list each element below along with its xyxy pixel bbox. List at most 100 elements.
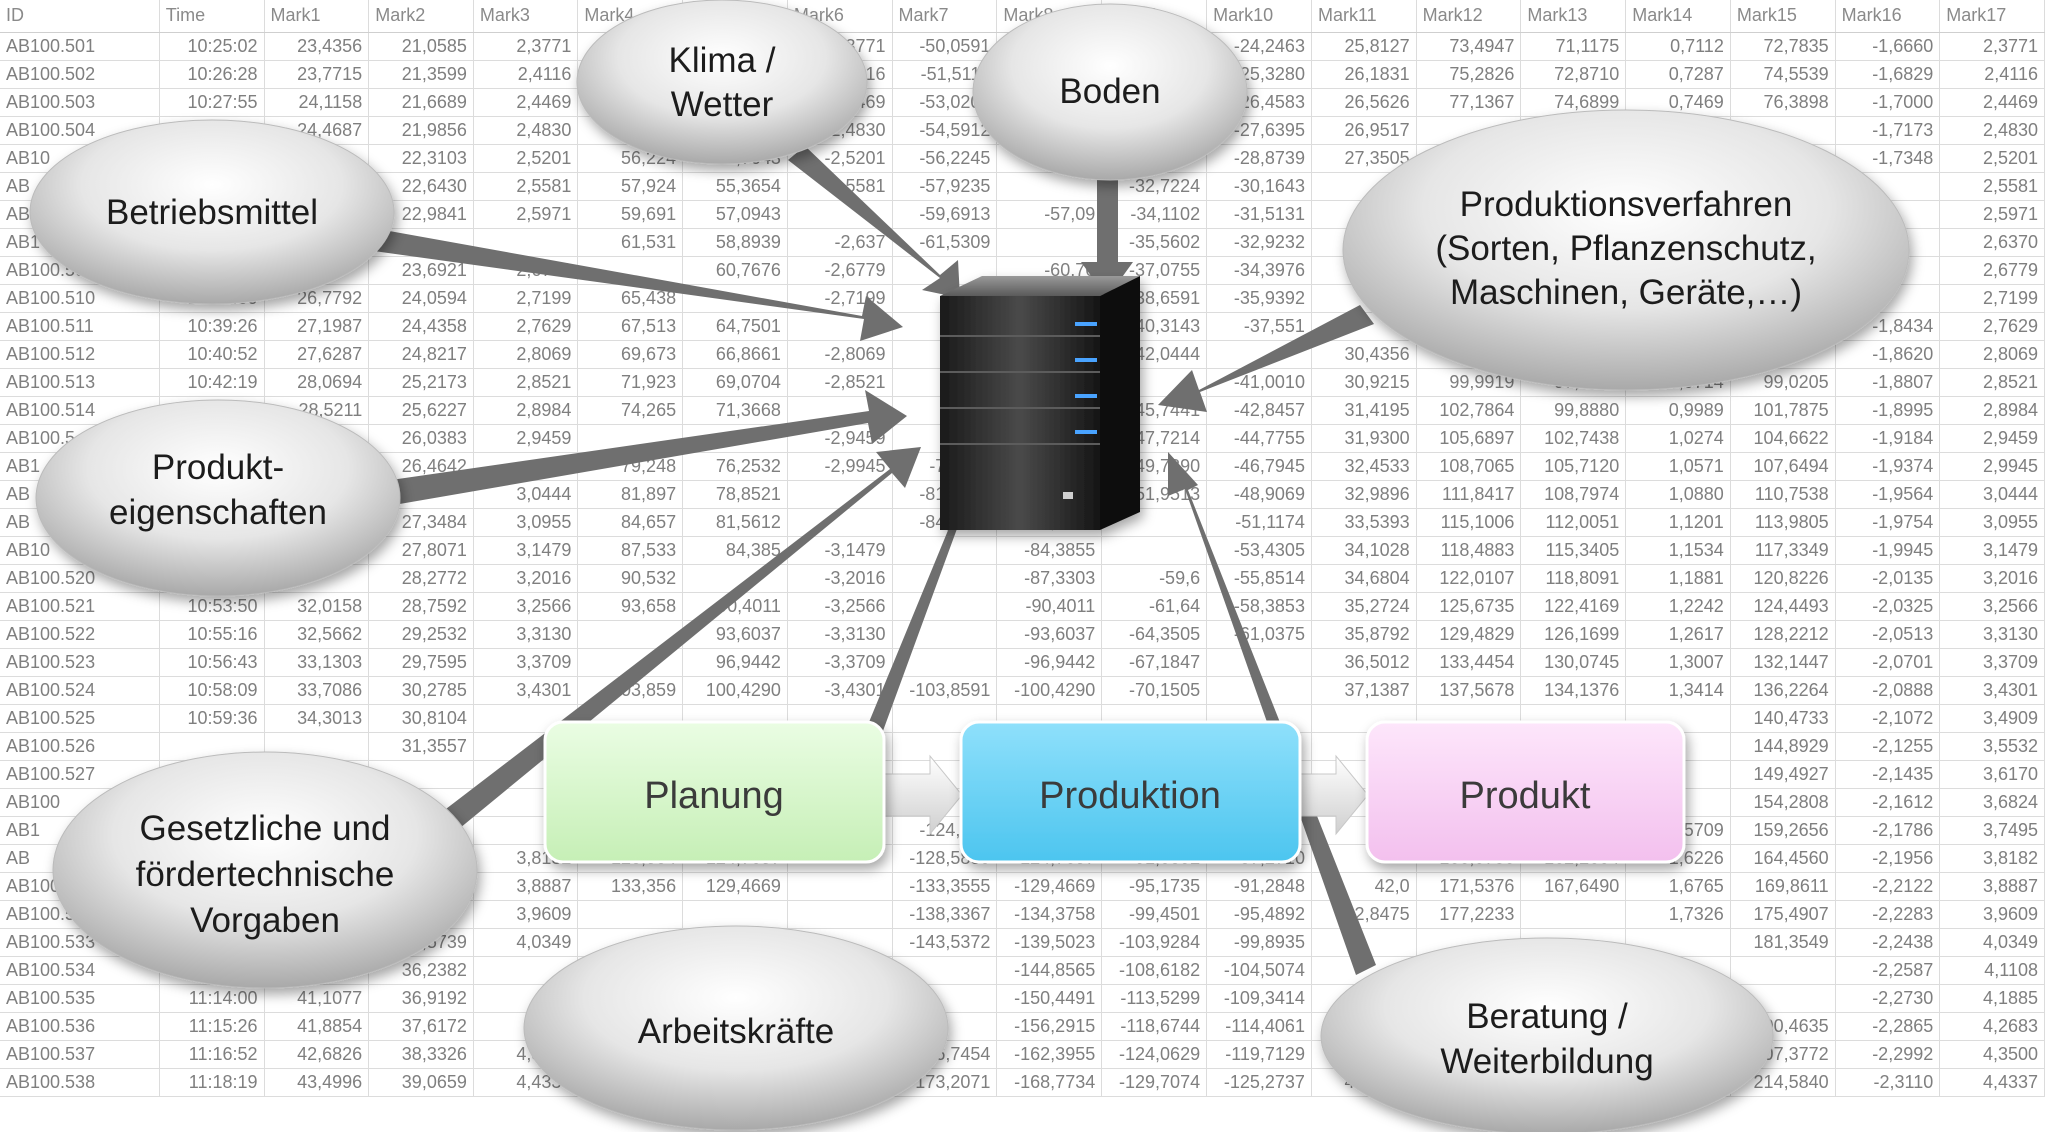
table-cell: AB100.512: [0, 340, 160, 369]
table-cell: 100,4290: [682, 676, 788, 705]
server-icon: [940, 276, 1140, 530]
table-cell: -129,4669: [996, 872, 1103, 901]
factor-beratung: Beratung /Weiterbildung: [1320, 937, 1774, 1132]
table-cell: -2,1956: [1835, 844, 1941, 873]
table-cell: 3,0955: [1939, 508, 2045, 537]
table-cell: 32,5662: [264, 620, 370, 649]
table-cell: 2,8069: [473, 340, 579, 369]
table-cell: 118,8091: [1520, 564, 1627, 593]
table-cell: -2,2865: [1835, 1012, 1941, 1041]
factor-label-boden: Boden: [1059, 72, 1160, 111]
table-cell: 2,6370: [1939, 228, 2045, 257]
table-cell: 4,0349: [473, 928, 579, 957]
factor-arbeitskraefte: Arbeitskräfte: [523, 925, 949, 1131]
column-header: Mark14: [1625, 0, 1731, 33]
table-cell: 41,8854: [264, 1012, 370, 1041]
table-cell: 3,3130: [473, 620, 579, 649]
table-cell: -104,5074: [1206, 956, 1312, 985]
table-cell: -87,3303: [996, 564, 1103, 593]
table-cell: 74,6899: [1520, 88, 1627, 117]
factor-klima: Klima /Wetter: [576, 0, 868, 165]
table-cell: 108,7065: [1416, 452, 1522, 481]
table-cell: 21,3599: [368, 60, 474, 89]
table-cell: -150,4491: [996, 984, 1103, 1013]
table-cell: 1,2242: [1625, 592, 1731, 621]
column-header: Mark7: [892, 0, 998, 33]
table-cell: [892, 592, 998, 621]
table-cell: -133,3555: [892, 872, 998, 901]
table-cell: 2,7199: [1939, 284, 2045, 313]
table-cell: 11:14:00: [159, 984, 265, 1013]
table-cell: 2,9459: [473, 424, 579, 453]
table-cell: 31,4195: [1311, 396, 1417, 425]
table-cell: 43,4996: [264, 1068, 370, 1097]
column-header: Mark2: [368, 0, 474, 33]
table-cell: -38,6591: [1101, 284, 1208, 313]
table-cell: -91,2848: [1206, 872, 1312, 901]
table-cell: [577, 900, 684, 929]
process-chevrons: [882, 754, 1369, 836]
table-cell: 3,6170: [1939, 760, 2045, 789]
arrow-klima: [788, 146, 960, 298]
table-cell: 76,2532: [682, 452, 788, 481]
table-cell: 27,8071: [368, 536, 474, 565]
table-cell: -53,4305: [1206, 536, 1312, 565]
table-cell: 2,6779: [1939, 256, 2045, 285]
table-cell: 3,0444: [1939, 480, 2045, 509]
table-cell: 104,6622: [1730, 424, 1836, 453]
table-cell: 71,923: [577, 368, 684, 397]
table-cell: 177,2233: [1416, 900, 1522, 929]
table-cell: 42,8475: [1311, 900, 1417, 929]
process-label-produktion: Produktion: [1039, 775, 1221, 817]
table-cell: -2,2283: [1835, 900, 1941, 929]
table-cell: -34,1102: [1101, 200, 1208, 229]
table-cell: -99,8935: [1206, 928, 1312, 957]
table-cell: -64,3505: [1101, 620, 1208, 649]
arrow-produkteigenschaften: [384, 390, 907, 506]
factor-label-arbeitskraefte: Arbeitskräfte: [638, 1012, 834, 1051]
table-cell: 75,2826: [1416, 60, 1522, 89]
table-cell: 181,3549: [1730, 928, 1836, 957]
table-cell: -3,3130: [787, 620, 893, 649]
table-cell: AB100.535: [0, 984, 160, 1013]
column-header: ID: [0, 0, 160, 33]
table-cell: -95,4892: [1206, 900, 1312, 929]
table-cell: 24,0594: [368, 284, 474, 313]
table-cell: -2,2122: [1835, 872, 1941, 901]
table-cell: -67,1847: [1101, 648, 1208, 677]
table-cell: 26,7792: [264, 284, 370, 313]
table-cell: 105,6897: [1416, 424, 1522, 453]
table-cell: 57,924: [577, 172, 684, 201]
table-cell: -32,7224: [1101, 172, 1208, 201]
table-cell: [1520, 900, 1627, 929]
table-cell: 3,1479: [1939, 536, 2045, 565]
table-cell: 3,6824: [1939, 788, 2045, 817]
table-cell: 169,8611: [1730, 872, 1836, 901]
table-cell: 27,6287: [264, 340, 370, 369]
table-cell: -2,637: [787, 228, 893, 257]
table-cell: -2,1072: [1835, 704, 1941, 733]
table-cell: 29,2532: [368, 620, 474, 649]
table-cell: 39,0659: [368, 1068, 474, 1097]
table-cell: -100,4290: [996, 676, 1103, 705]
table-cell: -103,8591: [892, 676, 998, 705]
column-header: Mark13: [1520, 0, 1627, 33]
table-cell: -25,3280: [1206, 60, 1312, 89]
table-cell: -139,5023: [996, 928, 1103, 957]
table-cell: -2,6779: [787, 256, 893, 285]
table-cell: 2,4116: [1939, 60, 2045, 89]
table-cell: -1,9754: [1835, 508, 1941, 537]
table-cell: AB100.511: [0, 312, 160, 341]
table-cell: 4,2683: [1939, 1012, 2045, 1041]
table-cell: 134,1376: [1520, 676, 1627, 705]
table-cell: 73,4947: [1416, 32, 1522, 61]
table-cell: 28,0694: [264, 368, 370, 397]
table-cell: 2,8984: [1939, 396, 2045, 425]
table-cell: -2,2992: [1835, 1040, 1941, 1069]
table-cell: -3,2566: [787, 592, 893, 621]
table-cell: 122,0107: [1416, 564, 1522, 593]
table-cell: 3,9609: [1939, 900, 2045, 929]
table-cell: 57,0943: [682, 200, 788, 229]
table-cell: 30,8104: [368, 704, 474, 733]
table-cell: -59,6: [1101, 564, 1208, 593]
